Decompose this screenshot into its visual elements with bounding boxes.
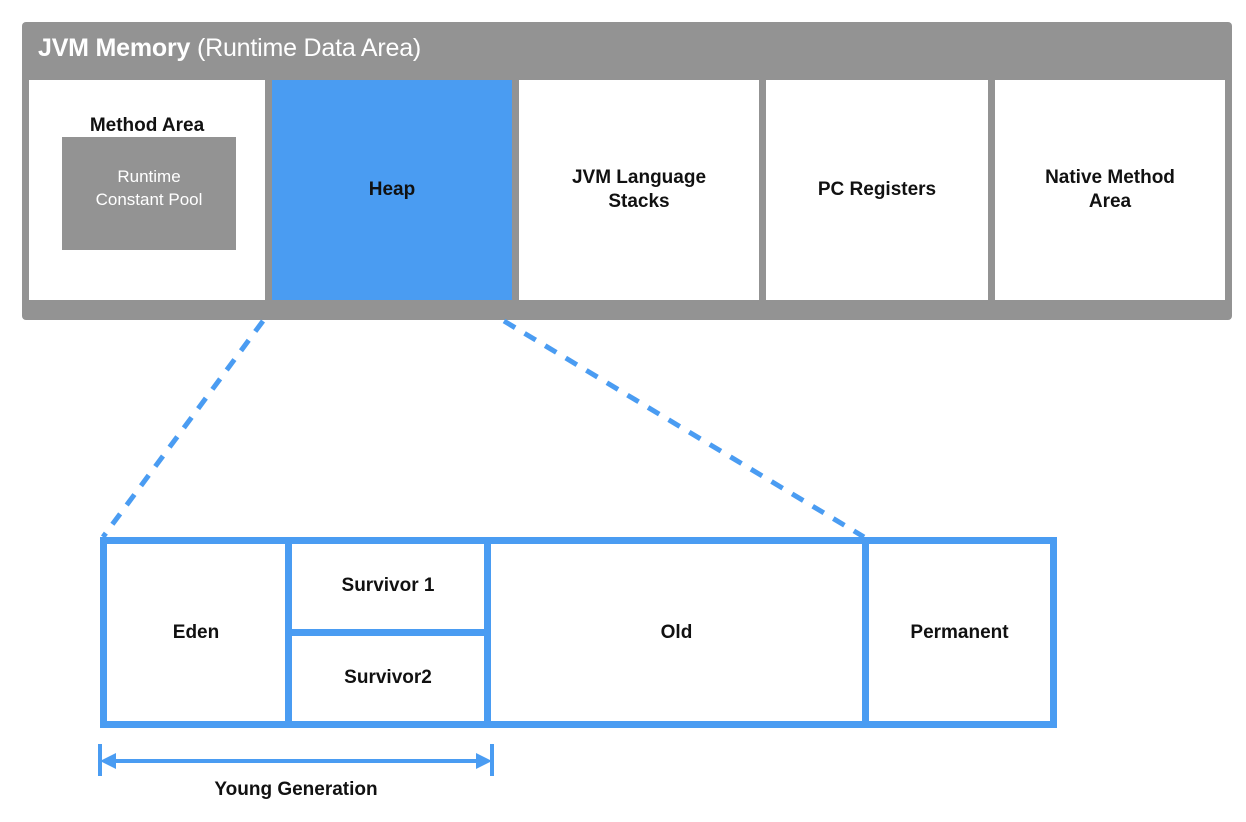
region-method-area[interactable]: Method Area Runtime Constant Pool [29,80,265,300]
young-generation-arrow [98,744,494,776]
old-label: Old [660,622,693,643]
heap-region-survivor-2[interactable]: Survivor2 [292,636,484,721]
heap-region-survivor-1[interactable]: Survivor 1 [292,544,484,629]
jvm-language-stacks-line-2: Stacks [608,191,670,212]
arrowhead-right [476,753,492,769]
runtime-constant-pool-line-1: Runtime [117,167,181,186]
region-heap[interactable]: Heap [272,80,512,300]
region-jvm-language-stacks[interactable]: JVM Language Stacks [519,80,759,300]
heap-region-permanent[interactable]: Permanent [869,544,1050,721]
survivor-1-label: Survivor 1 [341,575,435,596]
method-area-label: Method Area [89,115,205,136]
runtime-constant-pool-label: Runtime Constant Pool [62,165,236,211]
connector-line-left [100,319,266,539]
eden-label: Eden [172,622,220,643]
region-pc-registers[interactable]: PC Registers [766,80,988,300]
heap-region-eden[interactable]: Eden [107,544,285,721]
divider-eden-survivor [285,544,292,721]
pc-registers-label: PC Registers [817,179,937,200]
runtime-constant-pool-box[interactable]: Runtime Constant Pool [62,137,236,250]
native-method-area-line-2: Area [1088,191,1132,212]
native-method-area-line-1: Native Method [1045,167,1175,188]
divider-survivor-1-survivor-2 [292,629,484,636]
divider-old-permanent [862,544,869,721]
jvm-language-stacks-line-1: JVM Language [571,167,707,188]
title-bold-part: JVM Memory [38,34,191,62]
jvm-memory-container: JVM Memory (Runtime Data Area) Method Ar… [22,22,1232,320]
young-generation-label: Young Generation [214,779,378,800]
jvm-language-stacks-label: JVM Language Stacks [519,166,759,214]
jvm-memory-title: JVM Memory (Runtime Data Area) [38,33,421,63]
native-method-area-label: Native Method Area [995,166,1225,214]
survivor-2-label: Survivor2 [344,667,432,688]
permanent-label: Permanent [910,622,1009,643]
region-native-method-area[interactable]: Native Method Area [995,80,1225,300]
runtime-data-area-cells: Method Area Runtime Constant Pool Heap J… [29,80,1225,300]
arrowhead-left [100,753,116,769]
young-generation-annotation: Young Generation [96,742,500,814]
heap-region-old[interactable]: Old [491,544,862,721]
runtime-constant-pool-line-2: Constant Pool [95,190,203,209]
divider-survivor-old [484,544,491,721]
heap-detail-box: Eden Survivor 1 Survivor2 Old Permanent [100,537,1057,728]
connector-line-right [502,318,866,540]
heap-label: Heap [368,179,416,200]
title-regular-part: (Runtime Data Area) [190,34,422,62]
